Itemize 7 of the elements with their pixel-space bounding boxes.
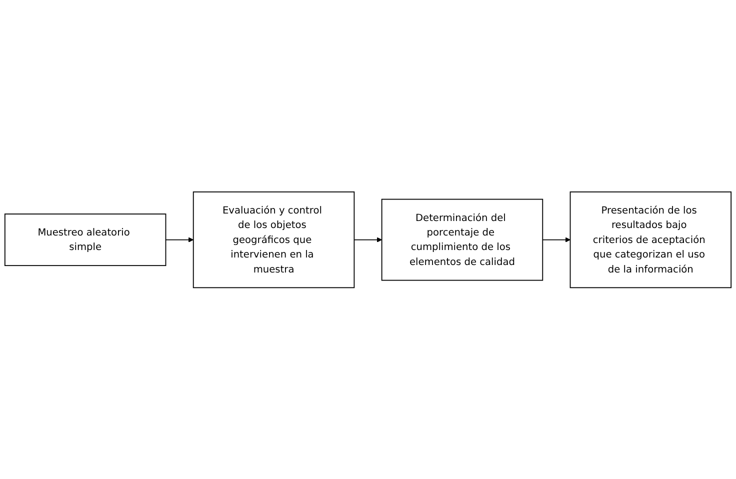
arrow <box>165 236 194 242</box>
node-box: Evaluación y control de los objetos geográficos que intervienen en la muestra <box>192 191 355 288</box>
node-box: Muestreo aleatorio simple <box>4 213 166 266</box>
arrow <box>542 236 570 242</box>
arrow <box>354 236 382 242</box>
node-box: Presentación de los resultados bajo criterios de aceptación que categorizan el uso de la información <box>570 191 732 288</box>
node-box: Determinación del porcentaje de cumplimiento de los elementos de calidad <box>381 198 544 280</box>
